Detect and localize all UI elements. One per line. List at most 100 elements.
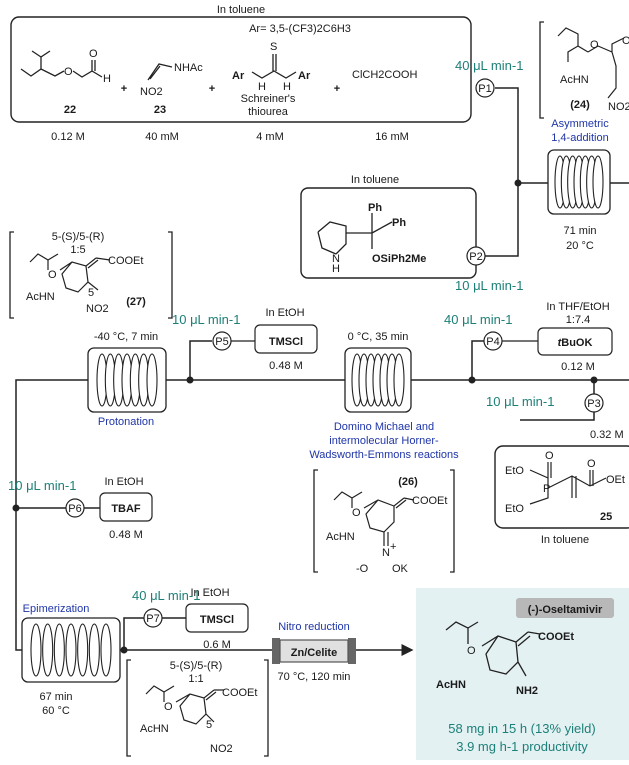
int-26-nplus: + [390,541,396,553]
coil-1-temp: 20 °C [566,240,594,252]
pump-p6-conc: 0.48 M [109,529,143,541]
compound-22-ald-o: O [89,48,98,60]
catalyst-nh-h: H [332,263,340,275]
coil-4-temp: 60 °C [42,705,70,717]
int-26-ok: OK [392,563,409,575]
plus-1: + [121,83,127,95]
plus-2: + [209,83,215,95]
cpd-25-p: P [543,483,550,495]
catalyst-n: N [332,253,340,265]
pump-p2[interactable]: P2 [466,246,486,266]
zn-celite-reactor: Zn/Celite [272,638,356,664]
coil-protonation [87,347,167,413]
int-26-coo: COOEt [412,495,447,507]
pump-p7-conc: 0.6 M [203,639,231,651]
pump-p5-rate: 10 μL min-1 [172,312,240,327]
coil-ring [65,623,77,677]
compound-23-no2: NO2 [140,86,163,98]
int-27-label: (27) [126,296,146,308]
thiourea-name-1: Schreiner's [241,93,296,105]
product-productivity: 3.9 mg h-1 productivity [456,739,588,754]
reagent-box-tmscl-1 [254,324,318,354]
coil-ring [30,623,42,677]
pump-p3-conc: 0.32 M [590,429,624,441]
pump-p5-conc: 0.48 M [269,360,303,372]
int-epi-pos: 5 [206,719,212,731]
pump-p1[interactable]: P1 [475,78,495,98]
product-title: (-)-Oseltamivir [528,604,603,616]
thiourea-n-right: H [283,81,291,93]
int-27-ratio: 1:5 [70,244,85,256]
product-achn: AcHN [436,679,466,691]
tbuok-rest: BuOK [561,337,592,349]
int-epi-o: O [164,701,173,713]
cpd-25-eto-1: EtO [505,465,524,477]
int-26-o: O [352,507,361,519]
thiourea-n-left: H [258,81,266,93]
pump-p3[interactable]: P3 [584,393,604,413]
coil-2-label: Protonation [98,416,154,428]
coil-epimerization [21,617,121,683]
pump-p4-solvent-1: In THF/EtOH [546,301,609,313]
top-box-title: In toluene [217,4,265,16]
coil-ring [53,623,65,677]
pump-p4[interactable]: P4 [483,331,503,351]
int-26-achn: AcHN [326,531,355,543]
pump-p6[interactable]: P6 [65,498,85,518]
pump-p7[interactable]: P7 [143,608,163,628]
int-27-ratio-label: 5-(S)/5-(R) [52,231,105,243]
conc-acid: 16 mM [375,131,409,143]
coil-3-label-1: Domino Michael and [334,421,434,433]
pump-p5-reagent: TMSCl [269,336,303,348]
pump-p1-rate: 40 μL min-1 [455,58,523,73]
reactor-cond: 70 °C, 120 min [278,671,351,683]
int-27-achn: AcHN [26,291,55,303]
pump-p7-label: P7 [146,613,159,625]
coil-ring [592,155,604,209]
coil-asymmetric-addition [547,149,611,215]
pump-p6-rate: 10 μL min-1 [8,478,76,493]
intermediate-24: O O AcHN NO2 (24) [539,21,629,119]
intermediate-epimer: 5-(S)/5-(R) 1:1 O COOEt AcHN 5 NO2 [126,659,269,757]
chloroacetic-acid: ClCH2COOH [352,69,417,81]
int-epi-ratio-label: 5-(S)/5-(R) [170,660,223,672]
catalyst-ph-2: Ph [392,217,406,229]
pump-p6-reagent: TBAF [111,503,141,515]
thiourea-ar-right: Ar [298,70,311,82]
pump-p4-reagent: tBuOK [558,337,593,349]
coil-3-label-3: Wadsworth-Emmons reactions [309,449,459,461]
cpd-25-solvent: In toluene [541,534,589,546]
pump-p6-solvent: In EtOH [104,476,143,488]
pump-p2-rate: 10 μL min-1 [455,278,523,293]
int-epi-achn: AcHN [140,723,169,735]
thiourea-s: S [270,41,277,53]
product-coo: COOEt [538,631,574,643]
int-epi-no2: NO2 [210,743,233,755]
pump-p5-solvent: In EtOH [265,307,304,319]
product-nh2: NH2 [516,685,538,697]
coil-ring [393,353,405,407]
int-24-o: O [590,39,599,51]
pump-p5[interactable]: P5 [212,331,232,351]
cpd-25-label: 25 [600,511,612,523]
pump-p3-label: P3 [587,398,600,410]
int-24-label: (24) [570,99,590,111]
compound-22-structure [20,50,103,78]
product-o: O [467,645,476,657]
pump-p4-label: P4 [486,336,499,348]
pump-p4-conc: 0.12 M [561,361,595,373]
compound-23-label: 23 [154,104,166,116]
junction-dots [12,179,598,654]
int-24-no2: NO2 [608,101,629,113]
coil-2-cond: -40 °C, 7 min [94,331,158,343]
pump-p1-label: P1 [478,83,491,95]
coil-ring [88,623,100,677]
pump-p7-rate: 40 μL min-1 [132,588,200,603]
compound-22-o: O [64,66,73,78]
pump-p7-reagent: TMSCl [200,614,234,626]
coil-3-label-2: intermolecular Horner- [329,435,439,447]
conc-22: 0.12 M [51,131,85,143]
aryl-definition: Ar= 3,5-(CF3)2C6H3 [249,23,351,35]
int-24-ald-o: O [622,35,629,47]
